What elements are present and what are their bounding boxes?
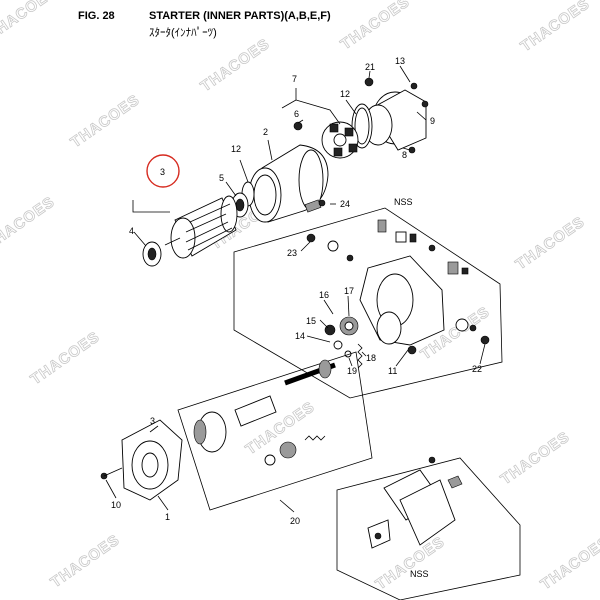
watermark: THACOES xyxy=(0,193,58,253)
clutch-assembly-box xyxy=(177,351,373,511)
callout-11: 11 xyxy=(388,366,397,376)
bearing-4 xyxy=(142,241,162,267)
pinion-shaft xyxy=(193,359,336,466)
highlight-circle-3 xyxy=(146,154,180,188)
upper-nss-hardware xyxy=(306,219,490,345)
screw-6 xyxy=(293,121,303,131)
watermark: THACOES xyxy=(0,0,60,43)
callout-14: 14 xyxy=(295,331,305,341)
brush-holder xyxy=(321,121,359,159)
part-24 xyxy=(304,199,326,213)
callout-18: 18 xyxy=(366,353,376,363)
drive-housing xyxy=(100,419,183,501)
callout-nss-lower: NSS xyxy=(410,569,429,579)
lower-nss-hardware xyxy=(367,456,463,549)
callout-3-lower: 3 xyxy=(150,416,155,426)
gear-17 xyxy=(339,316,359,336)
callout-1: 1 xyxy=(165,512,170,522)
callout-10: 10 xyxy=(111,500,121,510)
callout-8: 8 xyxy=(402,150,407,160)
callout-15: 15 xyxy=(306,316,316,326)
callout-labels: 3 7 21 13 12 6 9 2 8 12 5 24 4 NSS 23 16… xyxy=(111,56,482,579)
watermark: THACOES xyxy=(498,428,574,488)
nss-box-upper xyxy=(233,207,503,399)
armature xyxy=(164,195,238,259)
callout-13: 13 xyxy=(395,56,405,66)
callout-7: 7 xyxy=(292,74,297,84)
watermark: THACOES xyxy=(28,328,104,388)
end-frame-11 xyxy=(359,255,445,355)
callout-12-mid: 12 xyxy=(231,144,241,154)
watermark: THACOES xyxy=(518,0,594,55)
callout-nss-upper: NSS xyxy=(394,197,413,207)
callout-4: 4 xyxy=(129,226,134,236)
nss-box-lower xyxy=(336,457,521,600)
callout-22: 22 xyxy=(472,364,482,374)
callout-2: 2 xyxy=(263,127,268,137)
watermark: THACOES xyxy=(538,533,600,593)
spring-18 xyxy=(357,343,363,369)
callout-20: 20 xyxy=(290,516,300,526)
figure-subtitle: ｽﾀｰﾀ(ｲﾝﾅﾊﾟｰﾂ) xyxy=(149,27,217,39)
watermark: THACOES xyxy=(48,531,124,591)
gasket-ring-inner xyxy=(354,107,370,145)
watermark: THACOES xyxy=(513,213,589,273)
callout-3: 3 xyxy=(160,167,165,177)
leader-lines xyxy=(105,65,486,513)
callout-9: 9 xyxy=(430,116,435,126)
yoke-end-cover xyxy=(363,82,429,154)
callout-12-top: 12 xyxy=(340,89,350,99)
callout-19: 19 xyxy=(347,366,357,376)
washer-14 xyxy=(333,340,343,350)
watermark: THACOES xyxy=(338,0,414,53)
callout-17: 17 xyxy=(344,286,354,296)
yoke-housing xyxy=(248,144,329,223)
callout-21: 21 xyxy=(365,62,375,72)
callout-5: 5 xyxy=(219,173,224,183)
callout-24: 24 xyxy=(340,199,350,209)
figure-label: FIG. 28 xyxy=(78,10,115,22)
callout-6: 6 xyxy=(294,109,299,119)
screw-21 xyxy=(364,77,374,87)
watermark: THACOES xyxy=(198,35,274,95)
figure-title: STARTER (INNER PARTS)(A,B,E,F) xyxy=(149,10,331,22)
callout-16: 16 xyxy=(319,290,329,300)
callout-23: 23 xyxy=(287,248,297,258)
watermark: THACOES xyxy=(68,91,144,151)
